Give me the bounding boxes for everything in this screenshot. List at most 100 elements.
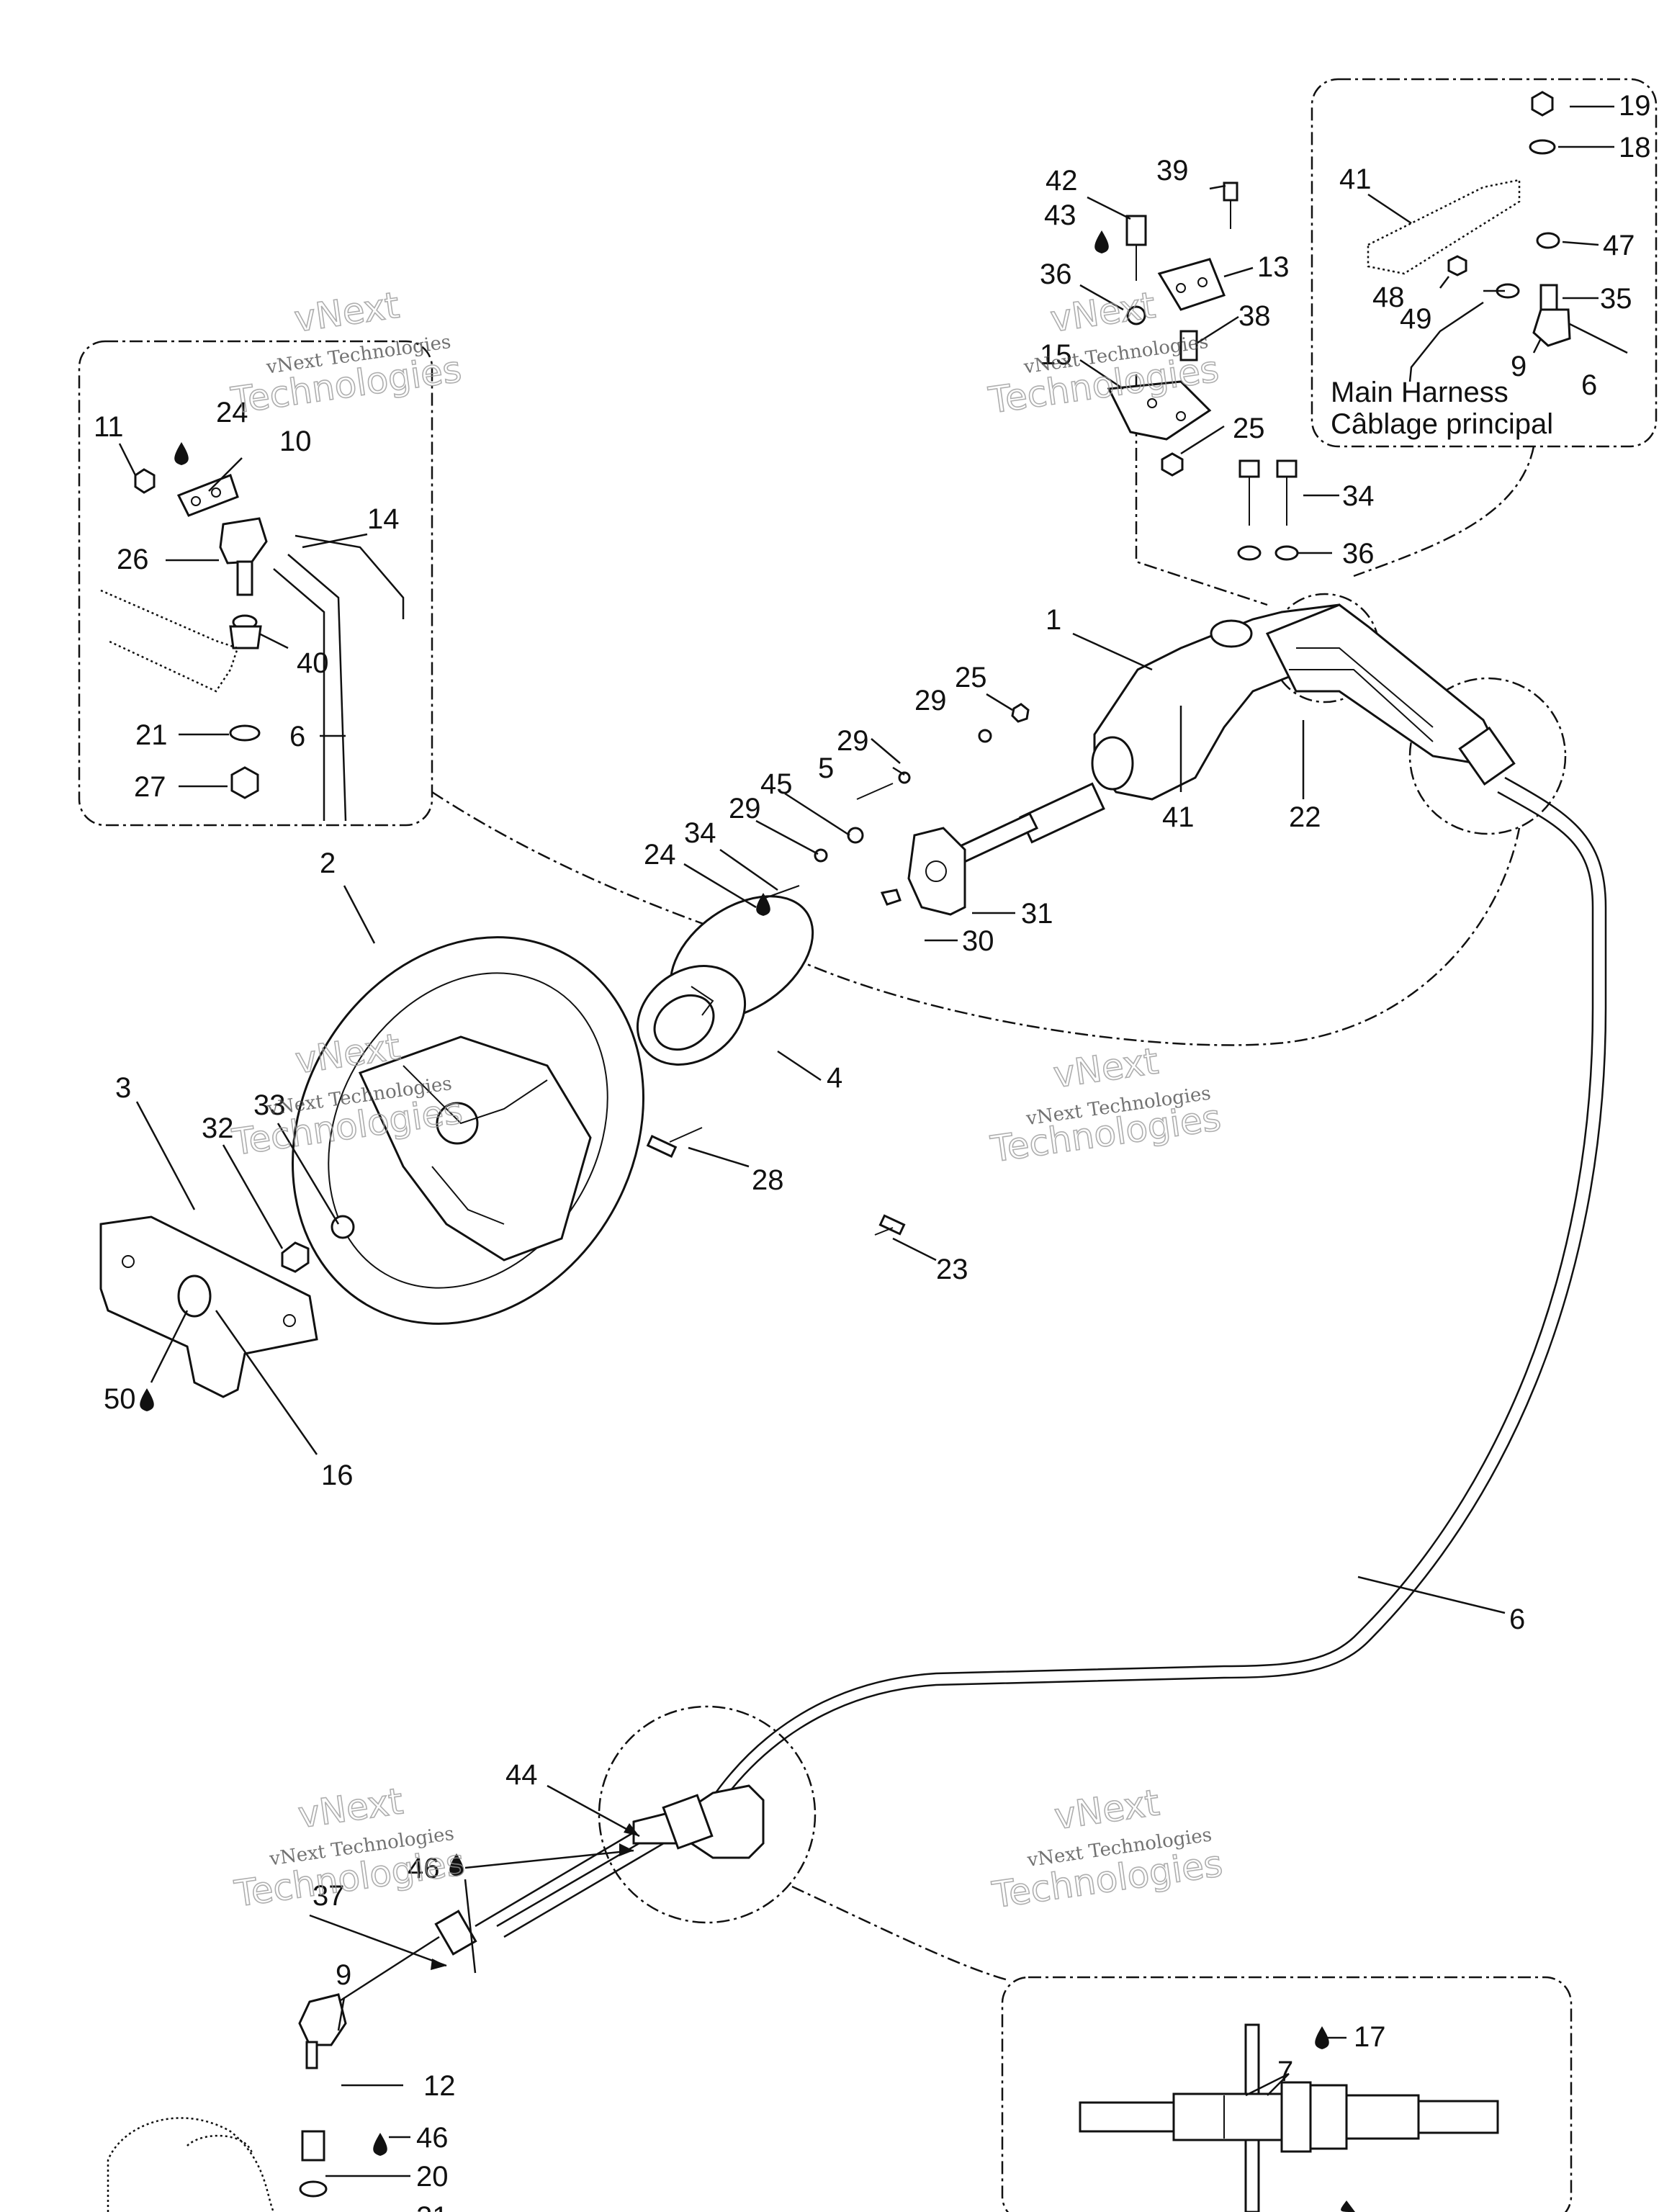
steering-cable-inner — [496, 791, 1594, 1928]
callout-9: 9 — [1511, 351, 1527, 382]
callout-40: 40 — [297, 647, 329, 679]
callout-50: 50 — [104, 1383, 136, 1415]
callout-41b: 41 — [1162, 801, 1195, 833]
callout-34: 34 — [1342, 480, 1375, 512]
inset-top-left — [78, 340, 433, 827]
callout-9c: 9 — [1282, 2207, 1298, 2212]
column-bracket — [880, 827, 966, 916]
callout-16: 16 — [321, 1460, 354, 1491]
callout-38: 38 — [1238, 300, 1271, 332]
callout-49: 49 — [1400, 303, 1432, 335]
callout-6c: 6 — [1509, 1604, 1525, 1635]
screw-23 — [874, 1214, 906, 1236]
callout-6: 6 — [1581, 369, 1597, 401]
callout-33: 33 — [253, 1089, 286, 1121]
hardware-column-center — [763, 703, 1030, 899]
callout-29c: 29 — [729, 793, 761, 824]
arrow-heads — [431, 1823, 639, 1970]
steering-wheel — [292, 936, 644, 1325]
callout-28: 28 — [752, 1164, 784, 1196]
callout-36: 36 — [1040, 258, 1072, 290]
callout-14: 14 — [367, 503, 400, 535]
callout-30: 30 — [962, 925, 994, 957]
svg-text:vNext: vNext — [1051, 1040, 1161, 1096]
callout-46: 46 — [408, 1853, 440, 1884]
callout-36b: 36 — [1342, 538, 1375, 570]
callout-6b: 6 — [289, 721, 305, 752]
hub-adapter — [636, 895, 814, 1066]
steering-cable — [503, 776, 1607, 1938]
callout-21b: 21 — [416, 2201, 449, 2212]
callout-47: 47 — [1603, 230, 1635, 261]
callout-1: 1 — [1046, 604, 1061, 636]
callout-25b: 25 — [955, 662, 987, 693]
callout-27: 27 — [134, 771, 166, 803]
callout-3: 3 — [115, 1072, 131, 1104]
callout-4: 4 — [827, 1062, 842, 1094]
callout-15: 15 — [1040, 339, 1072, 371]
main-harness-label-fr: Câblage principal — [1331, 408, 1553, 440]
callout-10: 10 — [279, 426, 312, 457]
svg-text:vNext: vNext — [1048, 284, 1158, 341]
callout-32: 32 — [202, 1112, 234, 1144]
screw-28 — [646, 1127, 703, 1158]
callout-23: 23 — [936, 1254, 968, 1285]
inset-top-right-parts — [1367, 91, 1628, 382]
callout-41: 41 — [1339, 163, 1372, 195]
callout-7: 7 — [1277, 2056, 1293, 2087]
callout-13: 13 — [1257, 251, 1290, 283]
inset-bottom-right-parts — [1079, 2023, 1499, 2212]
cable-end-assembly — [107, 1784, 765, 2212]
callout-26: 26 — [117, 544, 149, 575]
watermark-4: vNext vNext Technologies Technologies — [987, 1040, 1224, 1172]
inset-top-left-parts — [100, 468, 405, 822]
steering-cover — [99, 1215, 318, 1398]
leader-lines — [118, 105, 1614, 2177]
callout-20: 20 — [416, 2161, 449, 2193]
nut-32 — [281, 1241, 310, 1273]
connector-inset-right — [1353, 446, 1535, 577]
watermark-6: vNext vNext Technologies Technologies — [989, 1781, 1226, 1917]
callout-34b: 34 — [684, 817, 716, 849]
watermark-5: vNext vNext Technologies Technologies — [231, 1780, 468, 1916]
callout-31: 31 — [1021, 898, 1053, 930]
callout-labels: 19 18 41 47 48 49 35 9 6 42 43 39 13 36 … — [94, 90, 1651, 2212]
svg-text:vNext: vNext — [296, 1780, 406, 1836]
bolts-34 — [1237, 459, 1299, 561]
callout-39: 39 — [1156, 155, 1189, 186]
callout-43: 43 — [1044, 199, 1076, 231]
callout-2: 2 — [320, 848, 336, 879]
inset-top-right — [1310, 78, 1658, 448]
callout-17: 17 — [1354, 2021, 1386, 2053]
callout-21: 21 — [135, 719, 168, 751]
callout-35: 35 — [1600, 283, 1632, 315]
connector-lower-curve — [791, 827, 1521, 1046]
callout-46b: 46 — [416, 2122, 449, 2154]
detail-circle-cable-joint — [1408, 677, 1567, 835]
callout-5: 5 — [818, 752, 834, 784]
callout-9b: 9 — [336, 1959, 351, 1991]
callout-44: 44 — [505, 1759, 538, 1791]
callout-29b: 29 — [837, 725, 869, 757]
connector-bracket — [1135, 374, 1268, 606]
callout-18: 18 — [1619, 132, 1651, 163]
callout-24c: 24 — [1368, 2207, 1401, 2212]
callout-37: 37 — [313, 1880, 345, 1912]
callout-24b: 24 — [644, 839, 676, 871]
connector-bottom — [791, 1885, 1009, 1982]
callout-25: 25 — [1233, 413, 1265, 444]
svg-text:vNext: vNext — [292, 284, 402, 341]
inset-bottom-right — [1001, 1976, 1573, 2212]
svg-text:vNext: vNext — [1052, 1781, 1162, 1838]
upper-bracket-assembly — [1107, 181, 1238, 477]
watermark-1: vNext vNext Technologies Technologies — [228, 284, 464, 423]
callout-19: 19 — [1619, 90, 1651, 122]
callout-11: 11 — [94, 411, 124, 443]
callout-22: 22 — [1289, 801, 1321, 833]
main-harness-label: Main Harness — [1331, 377, 1509, 408]
callout-48: 48 — [1372, 282, 1405, 313]
lubricant-drop-icon — [140, 230, 1355, 2212]
detail-circle-bottom — [598, 1705, 817, 1924]
steering-helm-housing — [920, 603, 1516, 880]
